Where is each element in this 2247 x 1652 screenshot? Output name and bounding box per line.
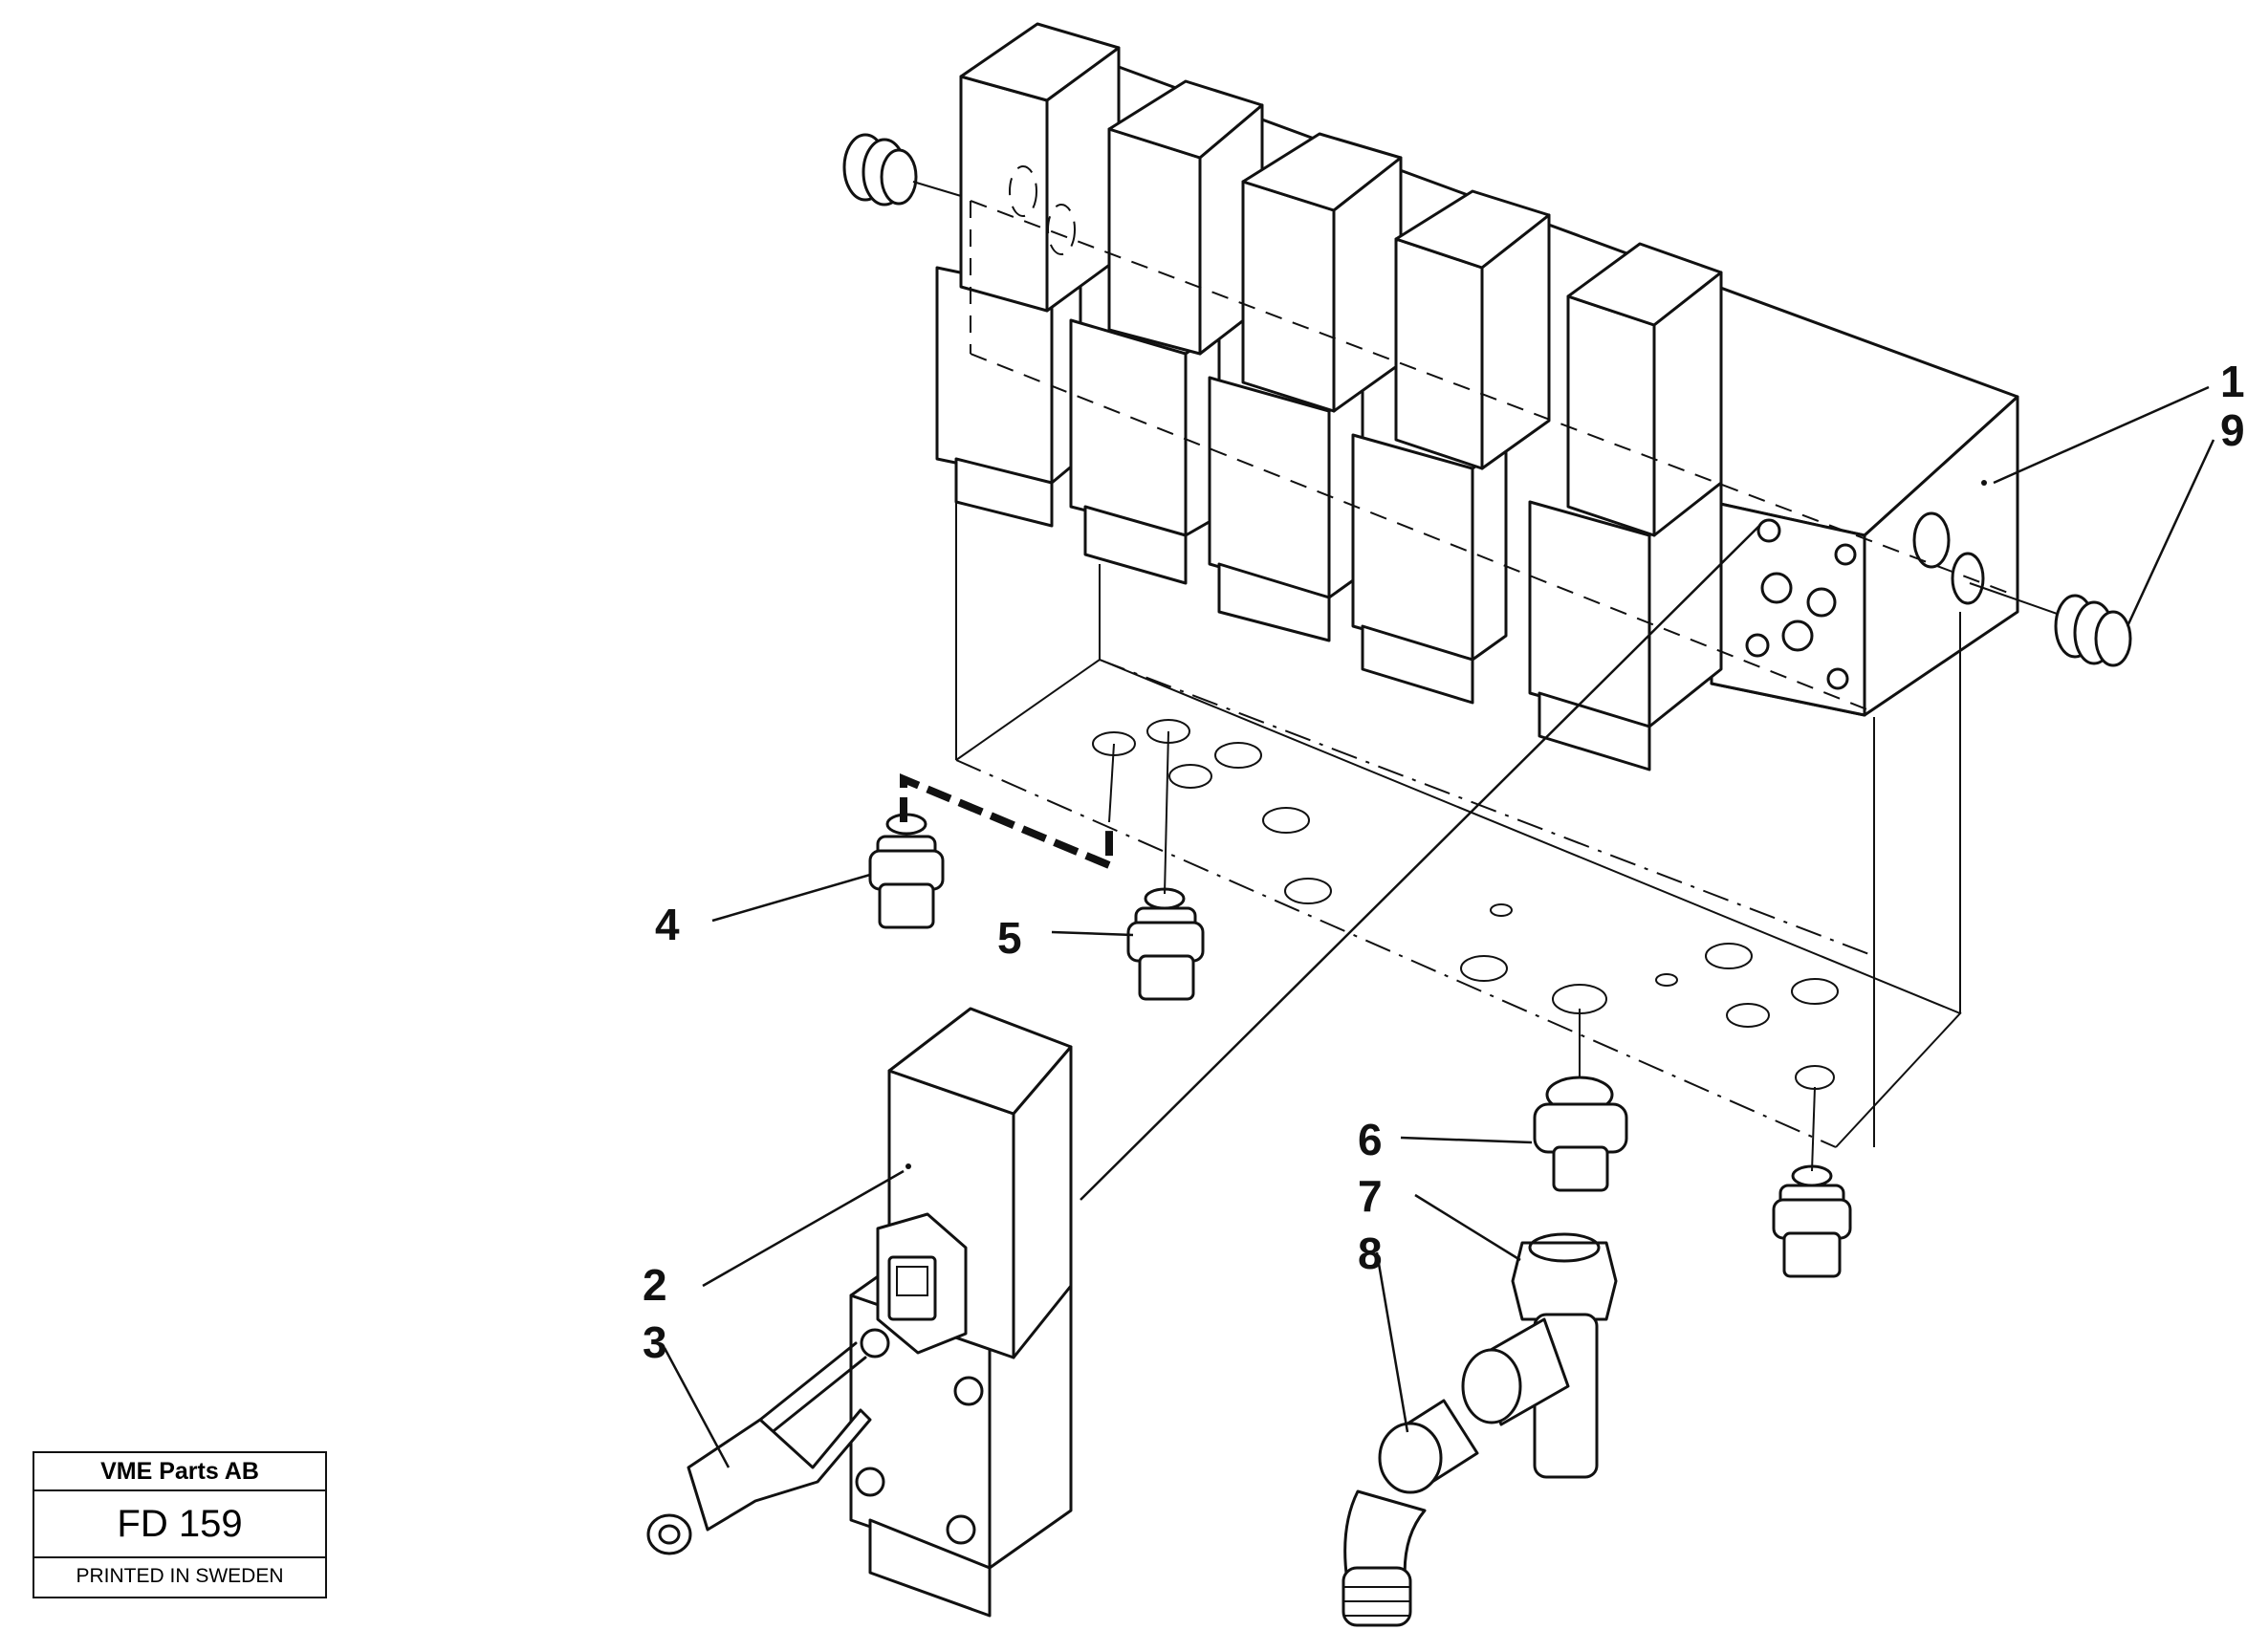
solenoid-valve-2: [1069, 79, 1264, 585]
plug-9-left: [842, 133, 962, 206]
fitting-6: [1533, 1009, 1628, 1192]
callout-1: 1: [2220, 357, 2245, 406]
fitting-5: [1126, 887, 1205, 1001]
bolt-3: [646, 1341, 872, 1555]
fitting-4: [868, 813, 945, 929]
callout-9: 9: [2220, 405, 2245, 455]
solenoid-valve-2-exploded: [849, 1007, 1073, 1618]
callout-3: 3: [643, 1317, 667, 1367]
callout-7: 7: [1358, 1171, 1383, 1221]
solenoid-valve-4: [1351, 189, 1551, 705]
plug-9-right: [1969, 582, 2132, 667]
callout-6: 6: [1358, 1115, 1383, 1164]
callout-8: 8: [1358, 1228, 1383, 1278]
solenoid-valve-5: [1528, 242, 1723, 772]
callout-5: 5: [997, 913, 1022, 963]
hose-nipple-8: [1342, 1399, 1479, 1627]
title-block: VME Parts AB FD 159 PRINTED IN SWEDEN: [33, 1451, 327, 1598]
callout-4: 4: [655, 900, 680, 949]
drawing-code: FD 159: [34, 1491, 325, 1558]
elbow-union-7: [1461, 1232, 1618, 1479]
valve-manifold: [1117, 65, 2019, 717]
company-name: VME Parts AB: [34, 1453, 325, 1491]
solenoid-valve-1: [935, 22, 1121, 528]
callout-2: 2: [643, 1260, 667, 1310]
fitting-right: [1772, 1086, 1852, 1278]
printed-note: PRINTED IN SWEDEN: [76, 1565, 284, 1587]
